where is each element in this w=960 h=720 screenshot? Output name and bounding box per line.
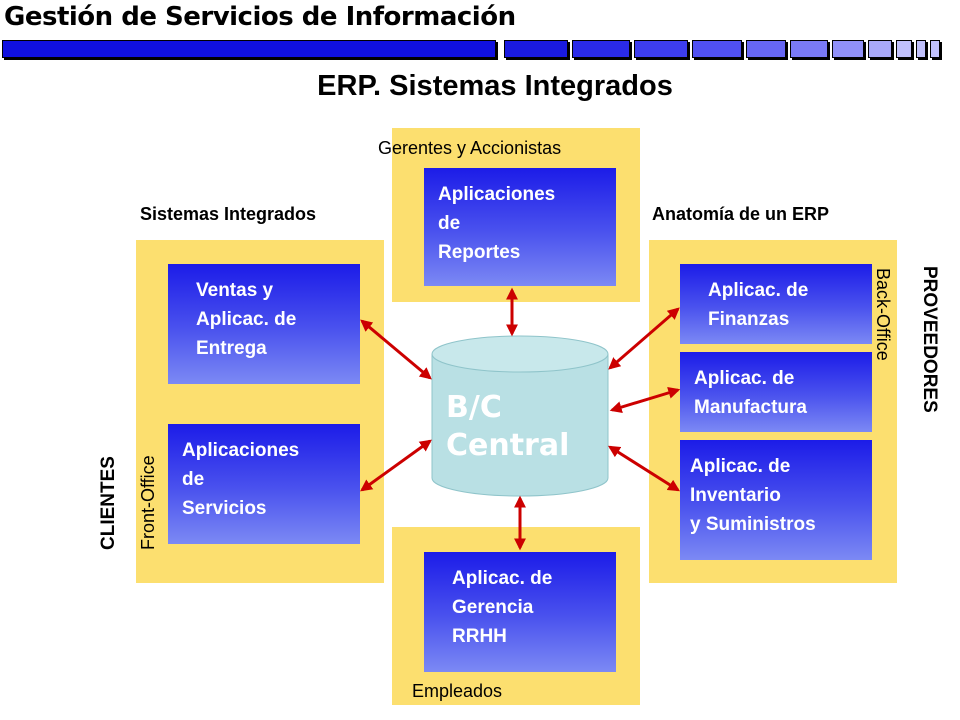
header-bar-segment — [634, 40, 688, 58]
label-empleados: Empleados — [412, 681, 503, 701]
header-bar-segment — [868, 40, 892, 58]
box-aplicac-finanzas: Aplicac. de Finanzas — [680, 264, 872, 344]
database-label: B/C Central — [446, 390, 570, 463]
box-aplicac-inventario: Aplicac. de Inventario y Suministros — [680, 440, 872, 560]
label-anatomia-erp: Anatomía de un ERP — [652, 204, 830, 224]
arrow-manufactura-db — [609, 387, 681, 413]
header-bar-segment — [504, 40, 568, 58]
box-aplicac-manufactura: Aplicac. de Manufactura — [680, 352, 872, 432]
arrow-ventas-db — [360, 319, 432, 380]
header-bar-segment — [916, 40, 926, 58]
header-bar-segment — [790, 40, 828, 58]
box-aplicaciones-reportes: Aplicaciones de Reportes — [424, 168, 616, 286]
label-gerentes: Gerentes y Accionistas — [378, 138, 562, 158]
box-aplicaciones-servicios: Aplicaciones de Servicios — [168, 424, 360, 544]
arrow-finanzas-db — [608, 307, 680, 370]
header-bar-segment — [930, 40, 940, 58]
header-bar-segment — [746, 40, 786, 58]
central-database-icon — [431, 335, 609, 497]
header-bar — [2, 40, 947, 58]
arrow-inventario-db — [607, 445, 681, 492]
header-title: Gestión de Servicios de Información — [4, 2, 516, 32]
box-ventas-entrega: Ventas y Aplicac. de Entrega — [168, 264, 360, 384]
arrow-servicios-db — [360, 439, 432, 492]
header-bar-segment — [2, 40, 496, 58]
label-sistemas-integrados: Sistemas Integrados — [140, 204, 317, 224]
header-bar-segment — [832, 40, 864, 58]
box-aplicac-rrhh: Aplicac. de Gerencia RRHH — [424, 552, 616, 672]
header-bar-segment — [692, 40, 742, 58]
header-bar-segment — [896, 40, 912, 58]
header-bar-segment — [572, 40, 630, 58]
page-title: ERP. Sistemas Integrados — [317, 70, 673, 102]
